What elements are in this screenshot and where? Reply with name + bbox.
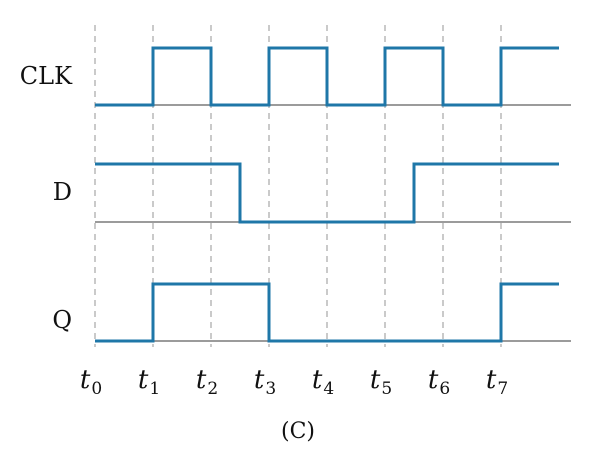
time-tick-label: t0	[80, 365, 102, 399]
clk-label: CLK	[20, 62, 73, 90]
time-tick-label: t6	[428, 365, 450, 399]
time-tick-label: t3	[254, 365, 276, 399]
clk-waveform	[95, 46, 559, 107]
time-tick-label: t2	[196, 365, 218, 399]
time-tick-labels: t0 t1 t2 t3 t4 t5 t6 t7	[80, 365, 508, 399]
signal-waveforms	[95, 46, 559, 343]
time-tick-label: t5	[370, 365, 392, 399]
time-tick-label: t4	[312, 365, 334, 399]
d-waveform	[95, 162, 559, 224]
q-waveform	[95, 282, 559, 343]
signal-labels: CLK D Q	[20, 62, 73, 334]
d-label: D	[53, 178, 72, 206]
time-tick-label: t7	[486, 365, 508, 399]
time-gridlines	[94, 25, 502, 347]
q-label: Q	[52, 306, 72, 334]
time-tick-label: t1	[138, 365, 160, 399]
figure-caption: (C)	[281, 419, 315, 444]
